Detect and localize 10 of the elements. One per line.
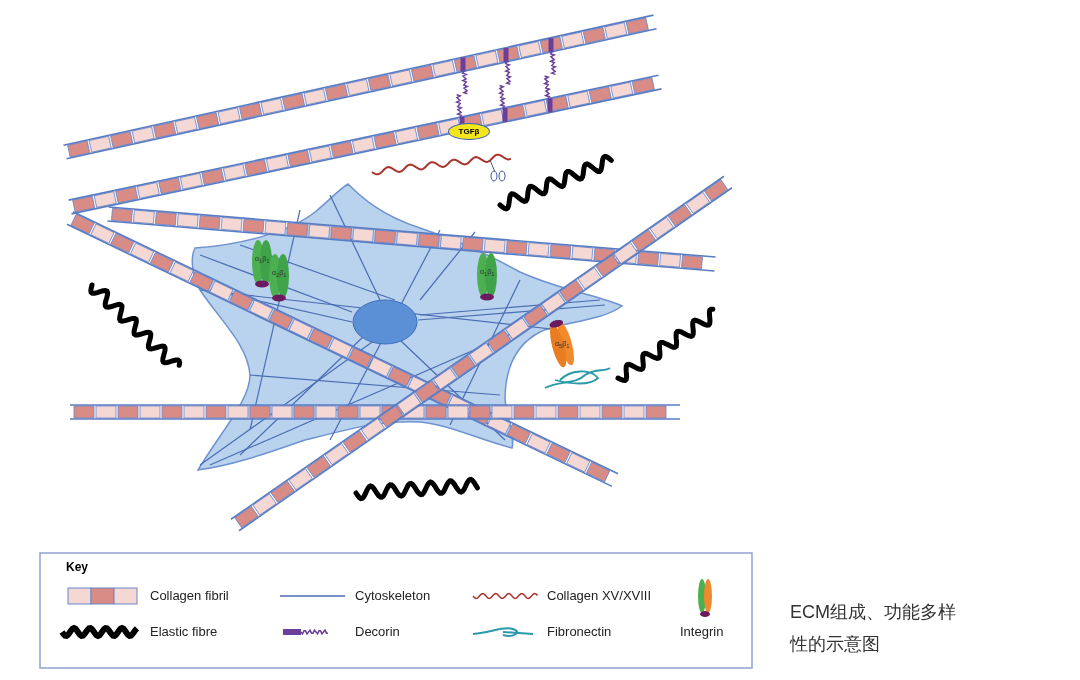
caption: ECM组成、功能多样性的示意图 <box>790 601 957 656</box>
legend-label: Collagen XV/XVIII <box>547 588 652 603</box>
legend-heading: Key <box>66 560 88 574</box>
legend-label: Integrin <box>680 624 724 639</box>
legend-label: Collagen fibril <box>150 588 229 603</box>
legend-label: Decorin <box>355 624 400 639</box>
legend-label: Fibronectin <box>547 624 612 639</box>
legend-label: Cytoskeleton <box>355 588 431 603</box>
legend-label: Elastic fibre <box>150 624 218 639</box>
tgf-beta-ellipse: TGFβ <box>448 123 490 140</box>
